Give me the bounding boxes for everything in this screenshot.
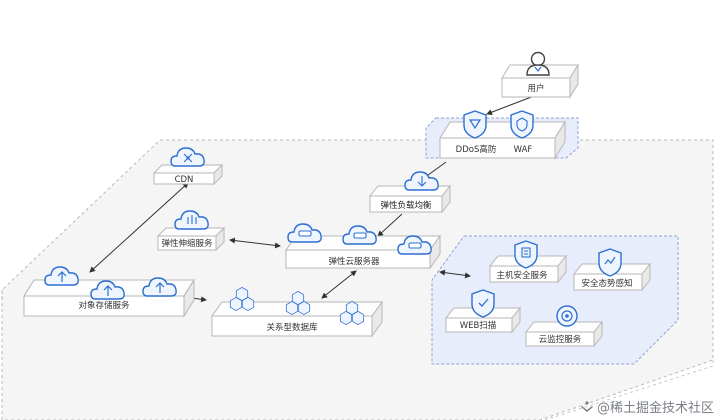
connector-slb-ecs: [377, 213, 403, 237]
connector-cdn-oss: [89, 182, 189, 273]
connector-ecs-rds: [321, 270, 357, 299]
node-web-scan: WEB扫描: [444, 289, 522, 334]
node-cdn: CDN: [152, 147, 224, 186]
node-host-security: 主机安全服务: [488, 240, 568, 284]
cdn-cloud-icon: [170, 147, 205, 167]
label-ess: 弹性伸缩服务: [161, 238, 213, 249]
ecs-cloud-icon-3: [397, 235, 432, 255]
connector-user-security: [486, 95, 535, 116]
label-oss: 对象存储服务: [78, 300, 130, 311]
label-cloud-monitor: 云监控服务: [539, 334, 582, 345]
waf-shield-icon: [510, 110, 534, 139]
ecs-cloud-icon-1: [287, 223, 322, 243]
label-host-security: 主机安全服务: [496, 270, 548, 281]
situation-awareness-shield-icon: [598, 248, 622, 277]
label-web-scan: WEB扫描: [460, 320, 497, 331]
connector-ecs-security: [439, 269, 471, 279]
label-user: 用户: [527, 83, 544, 94]
oss-cloud-icon-2: [90, 280, 125, 300]
node-ecs: 弹性云服务器: [285, 223, 441, 270]
label-slb: 弹性负载均衡: [380, 200, 432, 211]
label-rds: 关系型数据库: [266, 322, 318, 333]
watermark-text: @稀土掘金技术社区: [596, 401, 714, 416]
oss-cloud-icon-1: [44, 266, 79, 286]
label-ecs: 弹性云服务器: [328, 256, 380, 267]
ddos-shield-icon: [463, 110, 487, 139]
ess-cloud-icon: [174, 210, 209, 230]
node-slb: 弹性负载均衡: [368, 171, 452, 214]
label-waf: WAF: [514, 145, 533, 155]
oss-cloud-icon-3: [142, 277, 177, 297]
node-user: 用户: [501, 51, 579, 99]
slb-cloud-icon: [404, 171, 439, 191]
watermark: @稀土掘金技术社区: [580, 397, 714, 416]
host-security-shield-icon: [514, 240, 538, 269]
node-cloud-monitor: 云监控服务: [524, 305, 604, 348]
node-ddos-waf: DDoS高防 WAF: [439, 110, 566, 160]
juejin-logo-icon: [580, 401, 593, 412]
connector-ess-ecs: [229, 237, 281, 249]
node-oss: 对象存储服务: [23, 266, 195, 318]
node-ess: 弹性伸缩服务: [156, 210, 226, 252]
ecs-cloud-icon-2: [342, 225, 377, 245]
label-situation-awareness: 安全态势感知: [581, 278, 632, 289]
cloud-monitor-target-icon: [556, 305, 578, 327]
node-situation-awareness: 安全态势感知: [572, 248, 652, 292]
label-ddos: DDoS高防: [456, 144, 497, 155]
node-rds: 关系型数据库: [211, 287, 383, 338]
user-icon: [526, 51, 550, 76]
web-scan-shield-icon: [471, 289, 495, 318]
label-cdn: CDN: [175, 175, 194, 185]
